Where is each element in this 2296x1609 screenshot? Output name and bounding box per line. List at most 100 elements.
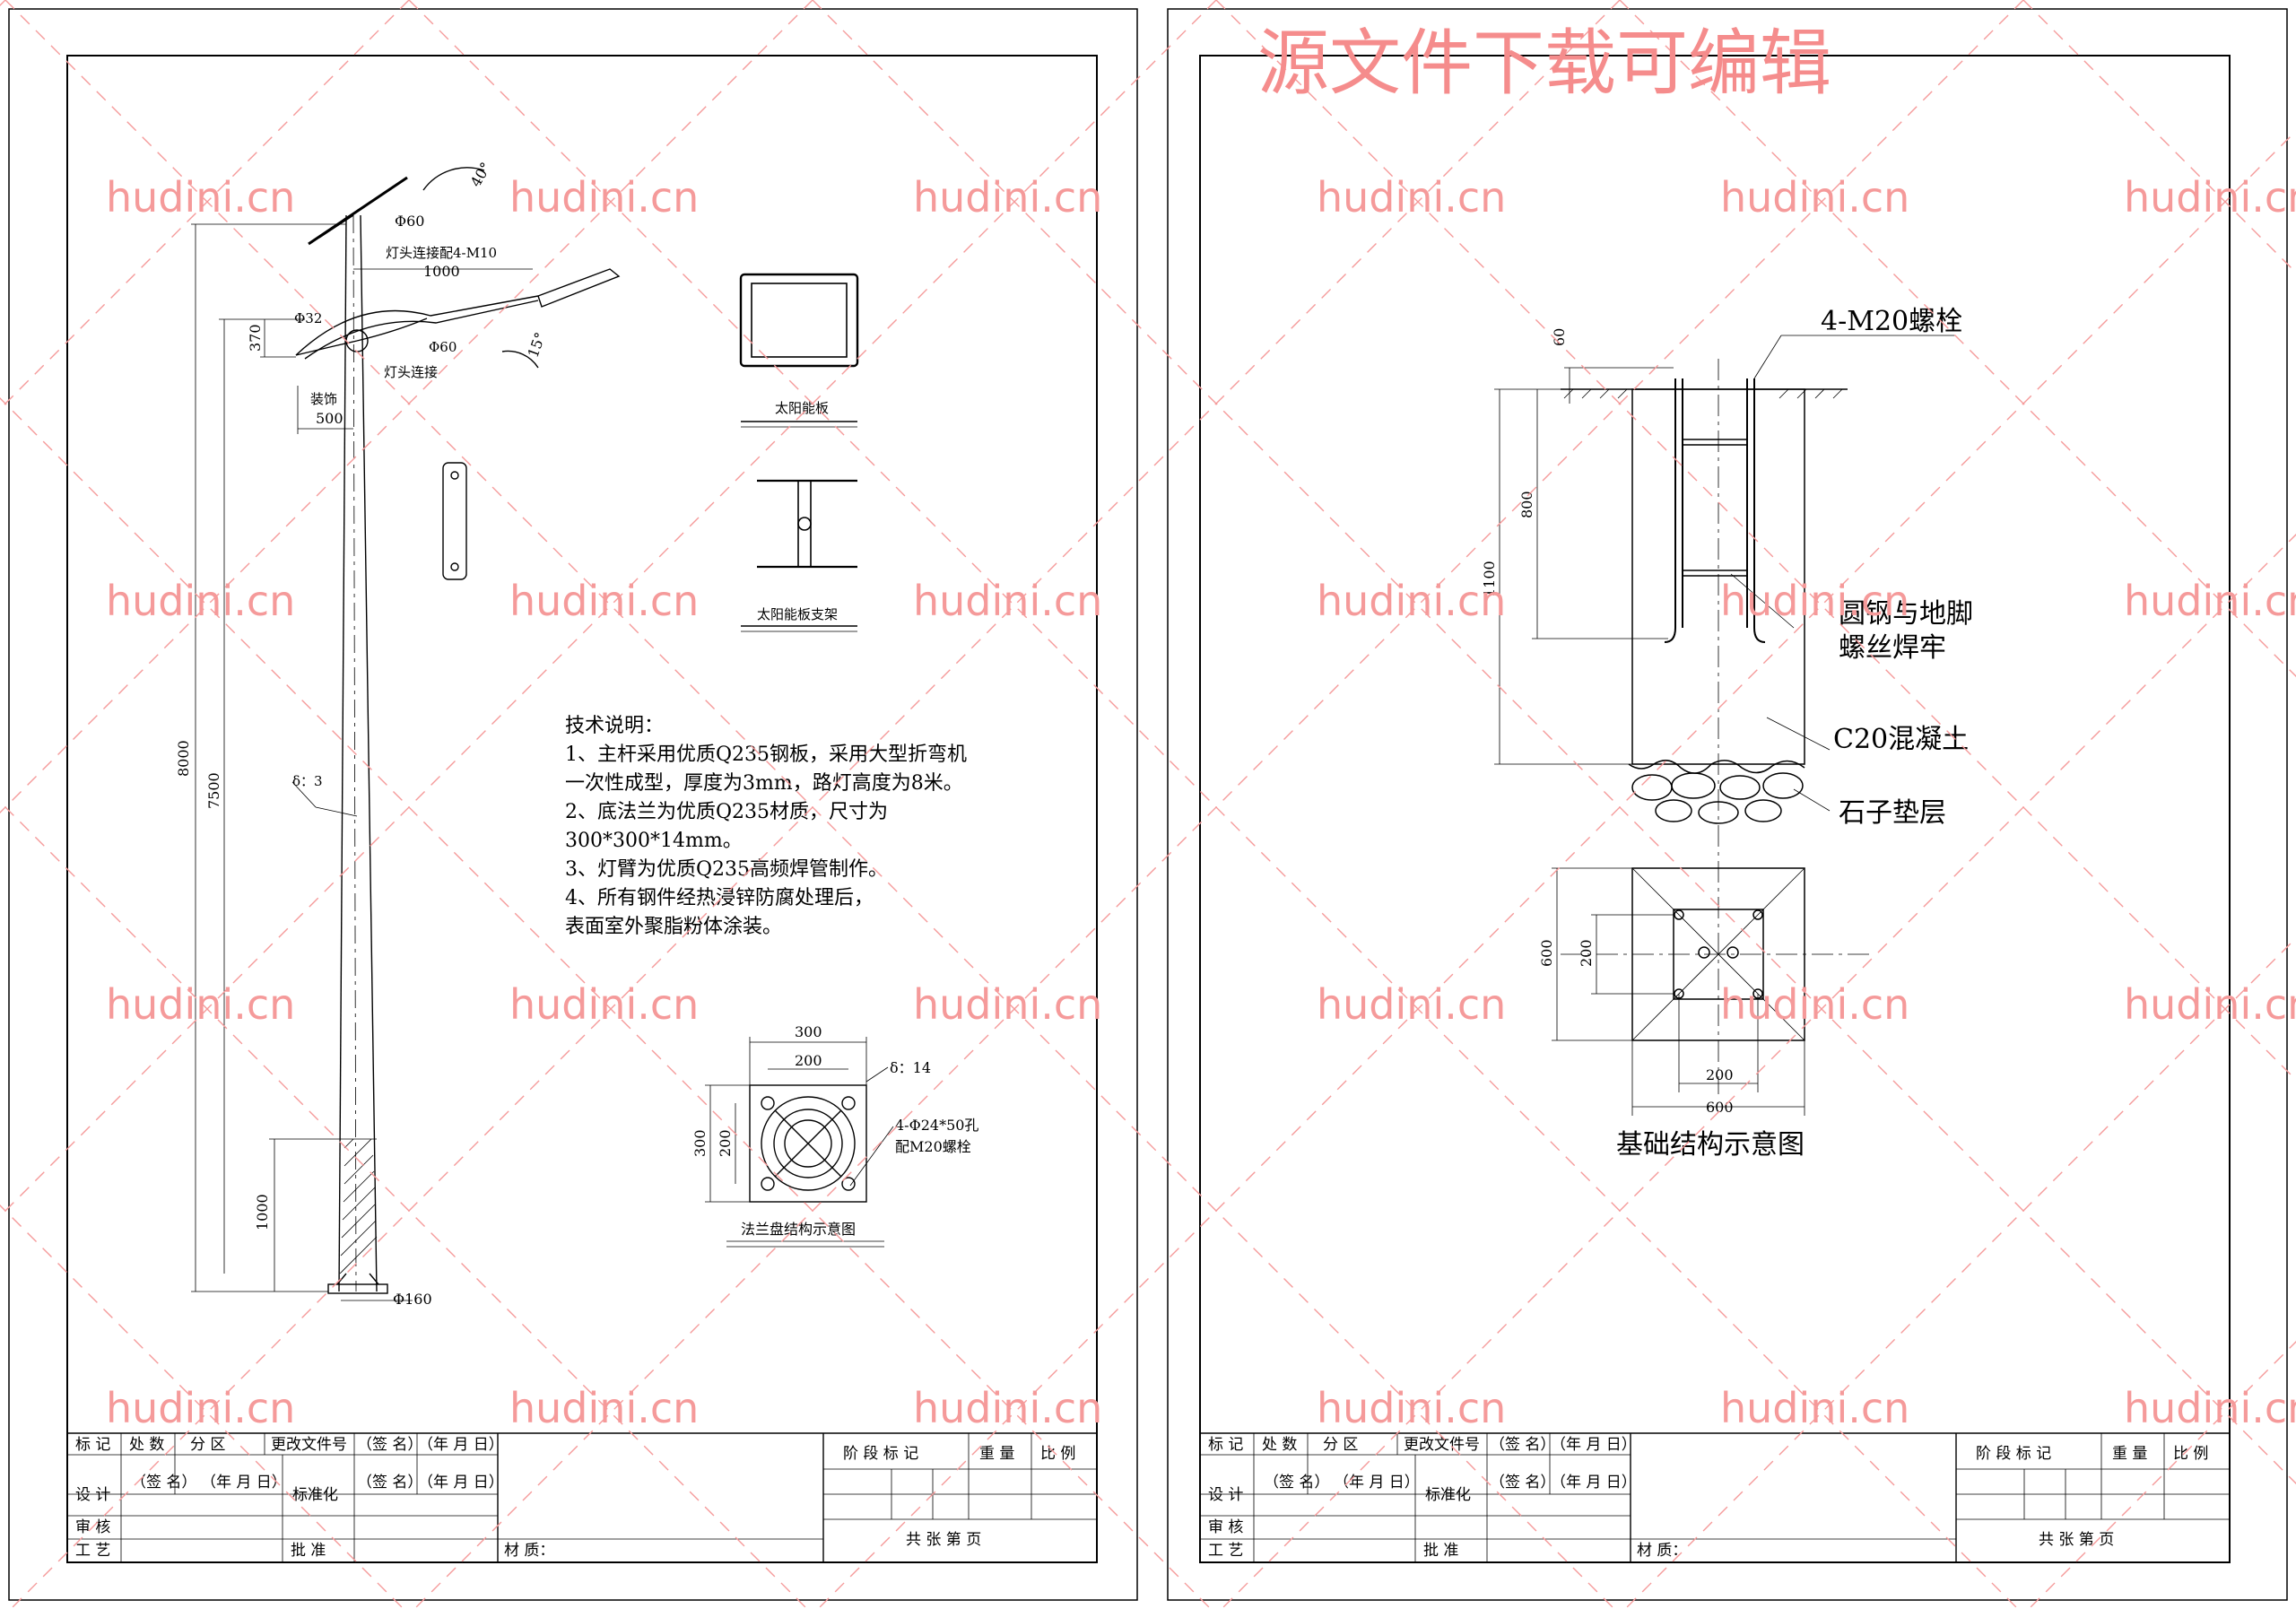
watermark-diagonal-line <box>0 1205 404 1609</box>
watermark-diagonal-line <box>1619 0 2296 677</box>
watermark-text: hudini.cn <box>106 980 295 1029</box>
watermark-diagonal-line <box>1221 534 2296 1609</box>
tb-design: 设 计 <box>75 1486 110 1504</box>
tb-review: 审 核 <box>1208 1518 1243 1536</box>
weld-label-1: 圆钢与地脚 <box>1839 598 1973 630</box>
flange-bolts: 配M20螺栓 <box>895 1138 971 1155</box>
tb-mark: 标 记 <box>1208 1436 1243 1454</box>
decor-label: 装饰 <box>310 391 337 407</box>
tech-note-line: 300*300*14mm。 <box>565 830 743 852</box>
dim-1100: 1100 <box>1481 561 1498 597</box>
watermark-text: hudini.cn <box>2124 173 2296 222</box>
watermark-diagonal-line <box>1215 0 2296 1081</box>
dim-7500: 7500 <box>205 772 222 809</box>
watermark-diagonal-line <box>10 0 1621 1609</box>
angle-40: 40° <box>467 160 495 190</box>
watermark-diagonal-line <box>413 0 2024 1609</box>
flange-title: 法兰盘结构示意图 <box>741 1221 856 1238</box>
watermark-text: hudini.cn <box>509 173 699 222</box>
tech-note-line: 1、主杆采用优质Q235钢板，采用大型折弯机 <box>565 744 967 766</box>
tb-process: 工 艺 <box>1208 1542 1243 1560</box>
dim-d60: Φ60 <box>429 339 457 355</box>
tb-date2: （年 月 日） <box>1334 1474 1420 1492</box>
tb-sheets: 共 张 第 页 <box>2039 1531 2114 1549</box>
sheet-borders <box>8 8 2288 1601</box>
tb-date: （年 月 日） <box>418 1436 504 1454</box>
solar-bracket-label: 太阳能板支架 <box>757 606 838 622</box>
tb-standard: 标准化 <box>292 1486 338 1504</box>
watermark-text: hudini.cn <box>2124 1384 2296 1432</box>
tb-date: （年 月 日） <box>1551 1436 1637 1454</box>
tb-date3: （年 月 日） <box>1551 1474 1637 1492</box>
dim-8000: 8000 <box>175 740 192 777</box>
title-block-right-text: 标 记 处 数 分 区 更改文件号 （签 名） （年 月 日） 设 计 （签 名… <box>1208 1436 2208 1560</box>
tb-count: 处 数 <box>1262 1436 1297 1454</box>
tech-note-line: 一次性成型，厚度为3mm，路灯高度为8米。 <box>565 772 963 795</box>
tb-zone: 分 区 <box>1323 1436 1358 1454</box>
watermark-text: hudini.cn <box>106 577 295 625</box>
tb-material: 材 质： <box>1637 1542 1687 1560</box>
tb-stage: 阶 段 标 记 <box>843 1445 918 1463</box>
flange-dim-200-left: 200 <box>717 1129 734 1157</box>
tb-date3: （年 月 日） <box>418 1474 504 1492</box>
flange-diagram <box>705 1037 894 1248</box>
watermark-diagonal-line <box>408 0 2019 1609</box>
watermark-text: hudini.cn <box>1317 980 1506 1029</box>
tb-weight: 重 量 <box>2112 1445 2147 1463</box>
tb-sign2: （签 名） <box>131 1474 196 1492</box>
tech-note-line: 2、底法兰为优质Q235材质，尺寸为 <box>565 801 888 823</box>
tb-stage: 阶 段 标 记 <box>1976 1445 2051 1463</box>
tb-change-doc: 更改文件号 <box>271 1436 347 1454</box>
watermark-diagonal-line <box>817 130 2296 1609</box>
watermark-diagonal-line <box>812 0 2296 1484</box>
tb-scale: 比 例 <box>2173 1445 2208 1463</box>
tb-sign2: （签 名） <box>1264 1474 1329 1492</box>
watermark-text: hudini.cn <box>509 980 699 1029</box>
dim-1000-arm: 1000 <box>423 263 460 280</box>
dim-60: 60 <box>1551 328 1568 346</box>
watermark-diagonal-line <box>0 0 6 6</box>
watermark-text: hudini.cn <box>2124 980 2296 1029</box>
tb-standard: 标准化 <box>1425 1486 1471 1504</box>
dim-500: 500 <box>316 410 344 427</box>
tech-notes-heading: 技术说明： <box>565 715 664 737</box>
pole-drawing <box>191 167 621 1301</box>
watermark-text: hudini.cn <box>913 1384 1102 1432</box>
flange-holes: 4-Φ24*50孔 <box>895 1117 978 1134</box>
watermark-diagonal-line <box>1624 937 2296 1609</box>
concrete-label: C20混凝土 <box>1833 724 1969 755</box>
plan-dim-600-left: 600 <box>1538 939 1555 967</box>
watermark-diagonal-line <box>2022 0 2296 274</box>
tb-change-doc: 更改文件号 <box>1404 1436 1480 1454</box>
title-block-right <box>1200 1432 2230 1562</box>
flange-labels: 300 200 300 200 δ：14 4-Φ24*50孔 配M20螺栓 法兰… <box>691 1023 978 1238</box>
watermark-text: hudini.cn <box>1317 173 1506 222</box>
tech-note-line: 表面室外聚脂粉体涂装。 <box>565 916 782 938</box>
angle-15: 15° <box>525 330 550 360</box>
watermark-diagonal-line <box>4 0 1615 1609</box>
flange-dim-200-top: 200 <box>795 1052 822 1069</box>
watermark-text: hudini.cn <box>106 173 295 222</box>
pole-labels: Φ60 灯头连接配4-M10 1000 Φ32 Φ60 370 40° 15° … <box>175 160 549 1308</box>
bolt-label: 4-M20螺栓 <box>1821 306 1962 337</box>
tb-weight: 重 量 <box>979 1445 1014 1463</box>
tb-mark: 标 记 <box>75 1436 110 1454</box>
pole-thickness: δ：3 <box>292 773 323 789</box>
tb-approve: 批 准 <box>291 1542 326 1560</box>
pole-d60-top: Φ60 <box>395 213 424 230</box>
title-block-left-text: 标 记 处 数 分 区 更改文件号 （签 名） （年 月 日） 设 计 （签 名… <box>75 1436 1075 1560</box>
title-block-left <box>67 1432 1097 1562</box>
watermark-text: hudini.cn <box>1317 577 1506 625</box>
tech-note-line: 3、灯臂为优质Q235高频焊管制作。 <box>565 858 888 881</box>
watermark-diagonal-line <box>0 0 410 410</box>
lamp-holder-label: 灯头连接 <box>384 364 438 380</box>
watermark-text: hudini.cn <box>913 577 1102 625</box>
watermark-diagonal-line <box>2028 1341 2296 1609</box>
watermark-text: hudini.cn <box>509 577 699 625</box>
watermark-title: 源文件下载可编辑 <box>1257 22 1831 105</box>
plan-dim-600-bottom: 600 <box>1706 1099 1734 1116</box>
tb-sign: （签 名） <box>1490 1436 1555 1454</box>
watermark-text: hudini.cn <box>1317 1384 1506 1432</box>
